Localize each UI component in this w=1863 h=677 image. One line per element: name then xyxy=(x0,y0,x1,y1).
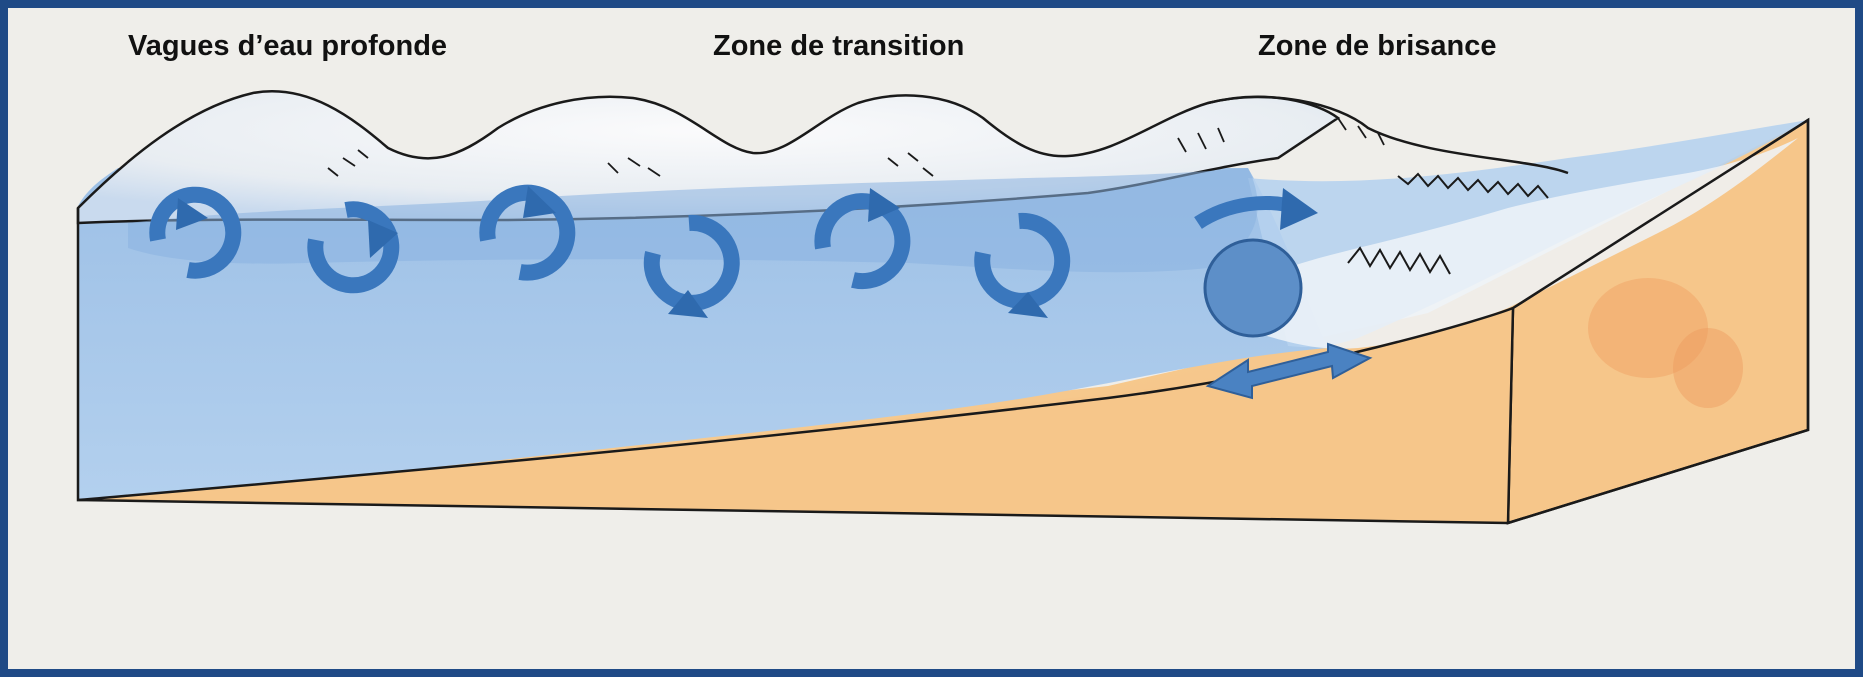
label-transition-zone: Zone de transition xyxy=(713,30,964,63)
label-deep-water: Vagues d’eau profonde xyxy=(128,30,447,63)
breaking-water-mass xyxy=(1205,240,1301,336)
wave-zones-diagram xyxy=(8,8,1855,669)
label-breaking-zone: Zone de brisance xyxy=(1258,30,1497,63)
diagram-frame: Vagues d’eau profonde Zone de transition… xyxy=(8,8,1855,669)
